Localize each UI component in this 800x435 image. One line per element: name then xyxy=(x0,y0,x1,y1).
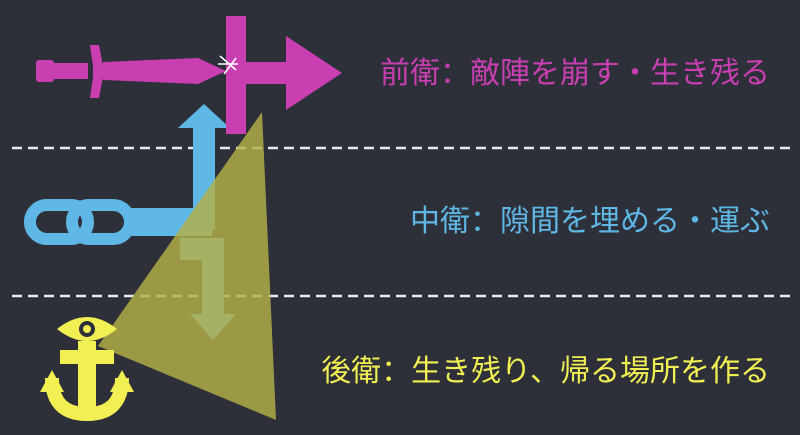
role-label-front: 前衛：敵陣を崩す・生き残る xyxy=(380,56,770,91)
anchor-eye-icon xyxy=(40,317,134,422)
overlay-triangle xyxy=(98,112,276,420)
role-label-rear: 後衛：生き残り、帰る場所を作る xyxy=(321,354,770,389)
sword-arrow-icon xyxy=(36,16,342,134)
role-label-middle: 中衛：隙間を埋める・運ぶ xyxy=(410,204,770,239)
sword-spark-icon xyxy=(218,55,238,75)
